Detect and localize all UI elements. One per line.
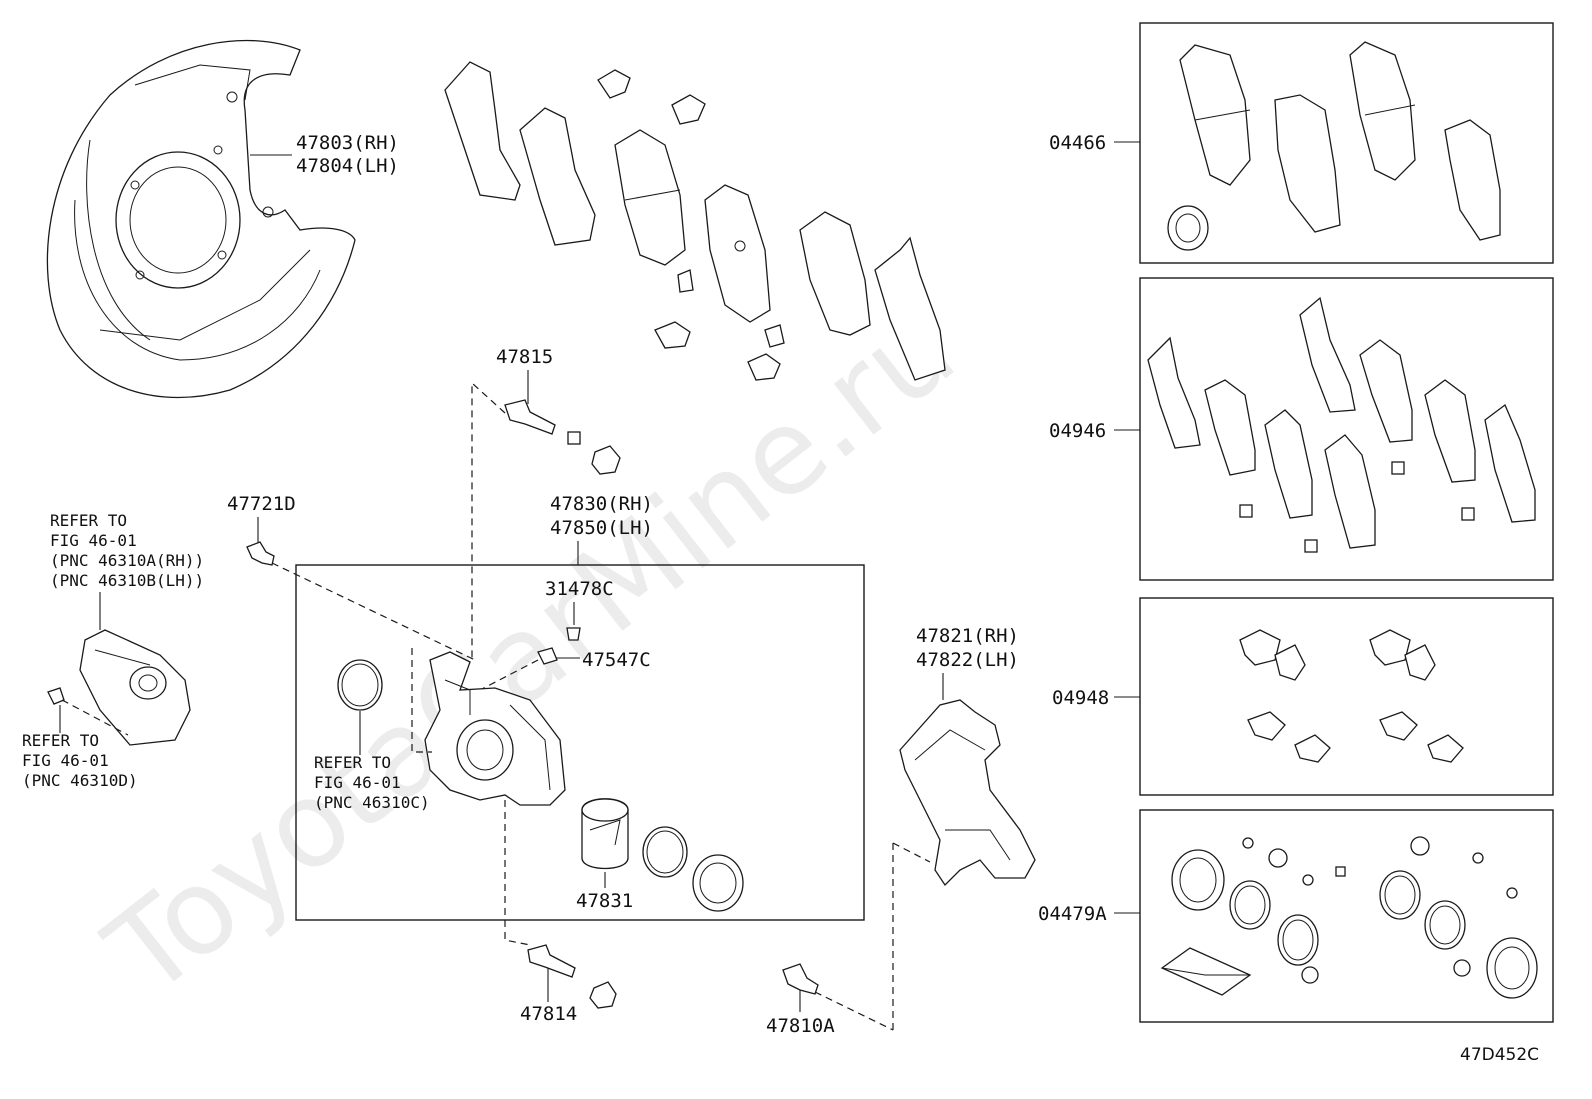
ref3-line1: REFER TO <box>314 753 391 772</box>
ref1-line2: FIG 46-01 <box>50 531 137 550</box>
piston-seal-ring-drawing <box>337 659 383 711</box>
label-47814: 47814 <box>520 1003 577 1025</box>
caliper-body-drawing <box>424 651 566 806</box>
label-47831: 47831 <box>576 890 633 912</box>
kit-04946-drawing <box>1147 296 1536 553</box>
label-47804: 47804(LH) <box>296 155 399 177</box>
ref3-line2: FIG 46-01 <box>314 773 401 792</box>
kit-label-04948: 04948 <box>1052 687 1109 709</box>
label-47821: 47821(RH) <box>916 625 1019 647</box>
ref2-line3: (PNC 46310D) <box>22 771 138 790</box>
mounting-bracket-drawing <box>899 699 1036 887</box>
label-47850: 47850(LH) <box>550 517 653 539</box>
dust-cover-drawing <box>46 39 356 399</box>
label-47815: 47815 <box>496 346 553 368</box>
label-47547C: 47547C <box>582 649 651 671</box>
kit-box-04466 <box>1139 22 1554 264</box>
piston-drawing <box>581 798 629 870</box>
motor-actuator-drawing <box>79 629 191 746</box>
ref2-line1: REFER TO <box>22 731 99 750</box>
label-47721D: 47721D <box>227 493 296 515</box>
piston-seal-drawing <box>642 826 688 878</box>
kit-box-04946 <box>1139 277 1554 581</box>
kit-04479A-drawing <box>1160 836 1538 999</box>
slide-pin-lower-drawing <box>527 944 617 1009</box>
cylinder-boot-drawing <box>692 854 744 912</box>
bleeder-cap-drawing <box>566 627 581 641</box>
ref3-line3: (PNC 46310C) <box>314 793 430 812</box>
bleeder-screw-drawing <box>537 647 558 665</box>
caliper-assembly-box <box>295 564 865 921</box>
label-47803: 47803(RH) <box>296 132 399 154</box>
motor-bolt-drawing <box>47 687 65 705</box>
diagram-code: 47D452C <box>1460 1045 1539 1065</box>
label-47830: 47830(RH) <box>550 493 653 515</box>
ref1-line1: REFER TO <box>50 511 127 530</box>
ref1-line4: (PNC 46310B(LH)) <box>50 571 204 590</box>
mounting-bolt-drawing <box>782 963 819 995</box>
kit-label-04479A: 04479A <box>1038 903 1107 925</box>
brake-pads-drawing <box>444 61 946 381</box>
slide-pin-upper-drawing <box>504 399 621 475</box>
kit-04466-drawing <box>1167 41 1501 251</box>
kit-box-04479A <box>1139 809 1554 1023</box>
ref1-line3: (PNC 46310A(RH)) <box>50 551 204 570</box>
label-31478C: 31478C <box>545 578 614 600</box>
ref2-line2: FIG 46-01 <box>22 751 109 770</box>
label-47810A: 47810A <box>766 1015 835 1037</box>
kit-box-04948 <box>1139 597 1554 796</box>
kit-label-04466: 04466 <box>1049 132 1106 154</box>
kit-04948-drawing <box>1239 629 1464 763</box>
kit-label-04946: 04946 <box>1049 420 1106 442</box>
bleeder-plug-drawing <box>246 541 275 566</box>
label-47822: 47822(LH) <box>916 649 1019 671</box>
